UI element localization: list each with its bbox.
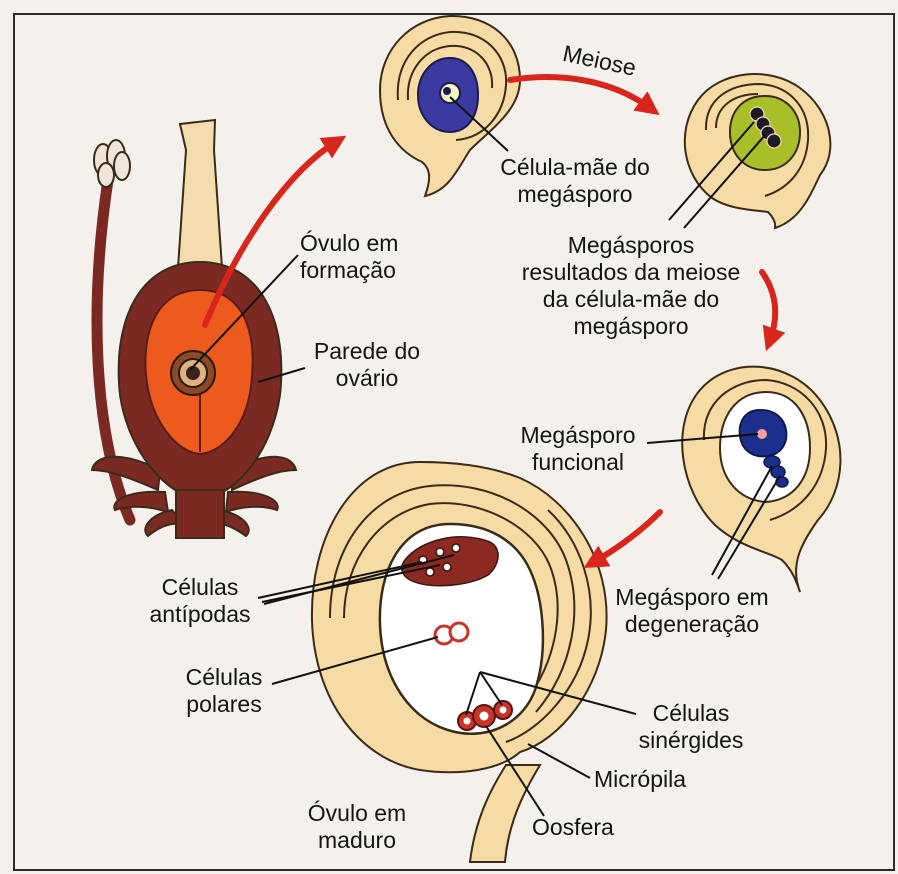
anther	[94, 140, 130, 187]
label-celula-mae: Célula-mãe do megásporo	[490, 154, 660, 208]
label-megasporo-degeneracao-line2: degeneração	[606, 611, 778, 638]
label-megasporos-line4: megásporo	[500, 313, 762, 340]
arrow-meiosis	[510, 77, 650, 108]
style-stalk	[178, 120, 222, 268]
label-megasporo-degeneracao: Megásporo em degeneração	[606, 584, 778, 638]
label-ovulo-formacao: Óvulo em formação	[300, 230, 398, 284]
label-oosfera: Oosfera	[532, 814, 614, 841]
label-micropila: Micrópila	[594, 766, 686, 793]
label-ovulo-maduro-line1: Óvulo em	[298, 800, 416, 827]
label-megasporos-line3: da célula-mãe do	[500, 286, 762, 313]
small-ovule	[171, 351, 215, 395]
label-parede-ovario: Parede do ovário	[302, 338, 432, 392]
label-celula-mae-line1: Célula-mãe do	[490, 154, 660, 181]
label-megasporos: Megásporos resultados da meiose da célul…	[500, 232, 762, 340]
label-ovulo-maduro-line2: maduro	[298, 827, 416, 854]
label-ovulo-formacao-line2: formação	[300, 257, 398, 284]
label-ovulo-formacao-line1: Óvulo em	[300, 230, 398, 257]
label-sinergides-line1: Células	[628, 700, 754, 727]
label-sinergides-line2: sinérgides	[628, 727, 754, 754]
flower-ovary	[92, 120, 296, 538]
label-megasporos-line2: resultados da meiose	[500, 259, 762, 286]
arrow-to-mature	[594, 512, 660, 562]
label-polares-line2: polares	[176, 691, 272, 718]
polar-nuclei	[435, 623, 468, 644]
label-polares: Células polares	[176, 664, 272, 718]
label-antipodas: Células antípodas	[140, 574, 260, 628]
label-parede-ovario-line2: ovário	[302, 365, 432, 392]
label-oosfera-text: Oosfera	[532, 814, 614, 840]
ovary-base	[176, 490, 224, 538]
label-celula-mae-line2: megásporo	[490, 181, 660, 208]
label-ovulo-maduro: Óvulo em maduro	[298, 800, 416, 854]
ovule-stage-2	[685, 74, 831, 228]
label-megasporos-line1: Megásporos	[500, 232, 762, 259]
label-megasporo-funcional-line2: funcional	[508, 449, 648, 476]
label-megasporo-funcional-line1: Megásporo	[508, 422, 648, 449]
mature-ovule-funiculus	[470, 765, 540, 862]
label-parede-ovario-line1: Parede do	[302, 338, 432, 365]
ovule-stage-3	[682, 367, 840, 592]
label-micropila-text: Micrópila	[594, 766, 686, 792]
label-antipodas-line1: Células	[140, 574, 260, 601]
label-sinergides: Células sinérgides	[628, 700, 754, 754]
label-antipodas-line2: antípodas	[140, 601, 260, 628]
label-megasporo-funcional: Megásporo funcional	[508, 422, 648, 476]
label-megasporo-degeneracao-line1: Megásporo em	[606, 584, 778, 611]
label-polares-line1: Células	[176, 664, 272, 691]
arrow-to-stage-3	[762, 272, 775, 340]
